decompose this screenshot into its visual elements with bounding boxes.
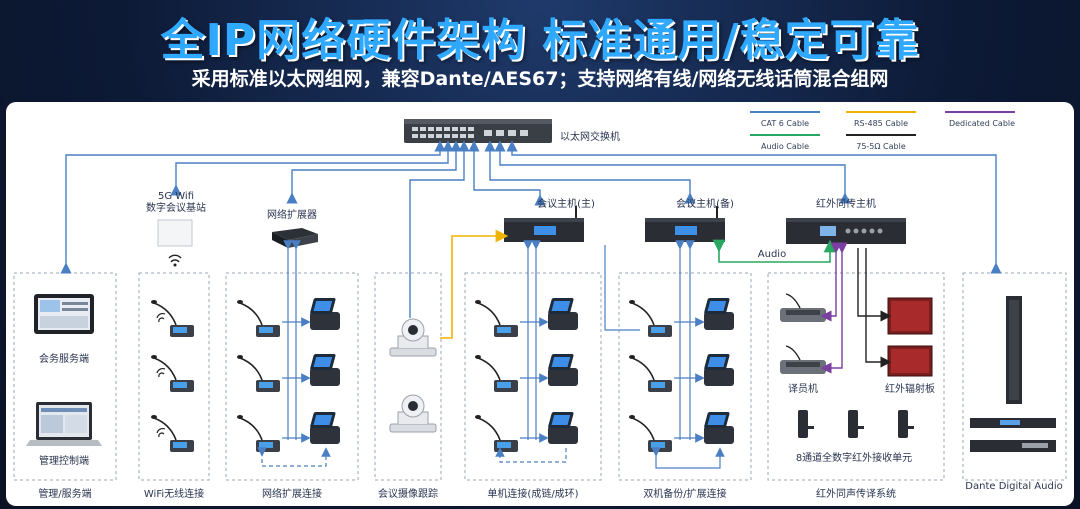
admin-laptop-icon	[26, 402, 102, 446]
expander-mic-icon-3	[236, 414, 281, 453]
expander-mic-icon-2	[236, 354, 281, 393]
single-tablet-icon-2	[547, 354, 578, 386]
ptz-camera-icon-2	[389, 394, 437, 433]
ir-receiver-icon-3	[898, 410, 914, 438]
ir-receiver-icon-1	[798, 410, 814, 438]
legend-rs485-label: RS-485 Cable	[853, 119, 909, 128]
server-label: 会务服务端	[39, 354, 89, 365]
dante-amplifier-icon-2	[970, 440, 1056, 452]
wifi-mic-icon-1	[150, 299, 195, 338]
expander-tablet-icon-2	[309, 354, 340, 386]
backup-tablet-icon-3	[703, 412, 734, 444]
legend-cat6-line	[750, 111, 820, 113]
interpreter-console-icon-1	[780, 293, 826, 322]
interpreter-console-icon-2	[780, 345, 826, 374]
legend-audio-label: Audio Cable	[761, 142, 809, 151]
host-backup-icon	[644, 205, 726, 243]
host-main-icon	[503, 205, 585, 243]
ir-host-icon	[786, 218, 906, 244]
backup-mic-icon-3	[628, 414, 673, 453]
wifi-base-icon	[157, 219, 193, 267]
legend-dedicated-label: Dedicated Cable	[948, 119, 1016, 128]
group-label-single: 单机连接(成链/成环)	[487, 489, 579, 500]
ir-receiver-label: 8通道全数字红外接收单元	[795, 453, 913, 464]
group-box-ir	[767, 272, 945, 481]
single-tablet-icon-3	[547, 412, 578, 444]
backup-tablet-icon-2	[703, 354, 734, 386]
expander-tablet-icon-1	[309, 298, 340, 330]
expander-tablet-icon-3	[309, 412, 340, 444]
group-label-expander: 网络扩展连接	[262, 489, 322, 500]
group-label-ir: 红外同声传译系统	[816, 489, 896, 500]
ethernet-switch-icon	[404, 119, 552, 143]
group-label-camera: 会议摄像跟踪	[378, 489, 438, 500]
single-mic-icon-2	[474, 354, 519, 393]
page-title: 全IP网络硬件架构 标准通用/稳定可靠	[160, 15, 920, 66]
group-label-management: 管理/服务端	[38, 489, 92, 500]
ir-radiator-label: 红外辐射板	[885, 384, 935, 395]
dante-amplifier-icon-1	[970, 418, 1056, 428]
expander-label: 网络扩展器	[267, 210, 317, 221]
ptz-camera-icon-1	[389, 318, 437, 357]
switch-label: 以太网交换机	[560, 132, 620, 143]
network-expander-icon	[272, 228, 318, 248]
legend-75ohm-line	[846, 134, 916, 136]
ir-receiver-icon-2	[848, 410, 864, 438]
dante-column-speaker-icon	[1006, 296, 1022, 404]
host-backup-label: 会议主机(备)	[676, 199, 734, 210]
legend-75ohm-label: 75-5Ω Cable	[856, 142, 906, 151]
host-main-label: 会议主机(主)	[537, 199, 595, 210]
legend-cat6-label: CAT 6 Cable	[760, 119, 810, 128]
group-label-wifi: WiFi无线连接	[143, 489, 205, 500]
group-label-backup: 双机备份/扩展连接	[643, 489, 727, 500]
ir-host-label: 红外同传主机	[816, 199, 876, 210]
single-mic-icon-3	[474, 414, 519, 453]
ir-radiator-icon-1	[887, 297, 933, 335]
legend-dedicated-line	[945, 111, 1015, 113]
server-monitor-icon	[34, 294, 94, 334]
wifi-base-label: 5G Wifi 数字会议基站	[146, 191, 206, 214]
audio-link-label: Audio	[757, 249, 787, 260]
group-box-wifi	[138, 272, 210, 481]
group-box-dante	[962, 272, 1067, 481]
group-label-dante: Dante Digital Audio	[965, 481, 1063, 492]
legend-audio-line	[750, 134, 820, 136]
ir-radiator-icon-2	[887, 345, 933, 377]
page-subtitle: 采用标准以太网组网，兼容Dante/AES67；支持网络有线/网络无线话筒混合组…	[191, 68, 889, 90]
expander-mic-icon-1	[236, 299, 281, 338]
group-box-camera	[374, 272, 442, 481]
single-mic-icon-1	[474, 299, 519, 338]
group-box-single	[464, 272, 602, 481]
backup-mic-icon-1	[628, 299, 673, 338]
backup-tablet-icon-1	[703, 298, 734, 330]
interpreter-label: 译员机	[788, 384, 818, 395]
admin-label: 管理控制端	[39, 456, 89, 467]
single-tablet-icon-1	[547, 298, 578, 330]
backup-mic-icon-2	[628, 354, 673, 393]
legend-rs485-line	[846, 111, 916, 113]
wifi-mic-icon-2	[150, 354, 195, 393]
wifi-mic-icon-3	[150, 414, 195, 453]
